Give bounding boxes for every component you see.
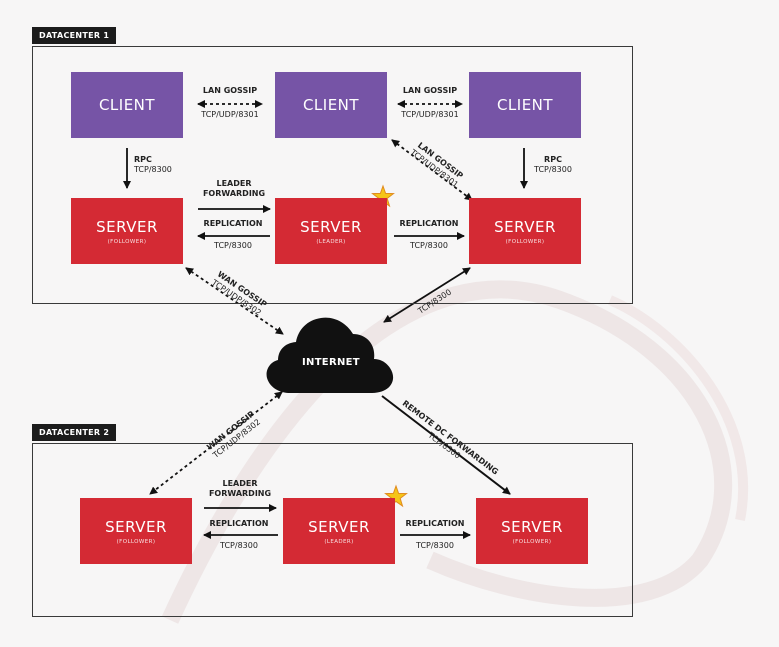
dc2-server-leader: SERVER (LEADER) <box>283 498 395 564</box>
wan-gossip-dc2-arrow <box>149 391 283 495</box>
internet-label: INTERNET <box>302 357 360 368</box>
remote-dc-forwarding-arrow <box>381 395 511 495</box>
node-title: SERVER <box>96 217 158 236</box>
dc2-leader-forwarding-label: LEADER FORWARDING <box>208 479 272 498</box>
lan-gossip-proto-1: TCP/UDP/8301 <box>201 110 259 119</box>
node-title: CLIENT <box>98 96 156 114</box>
client-node-right: CLIENT <box>469 72 581 138</box>
dc1-replication-left-proto: TCP/8300 <box>214 241 252 250</box>
wan-gossip-dc1-arrow <box>185 267 284 335</box>
client-node-middle: CLIENT <box>275 72 387 138</box>
client-node-left: CLIENT <box>71 72 183 138</box>
dc1-replication-left-label: REPLICATION <box>203 219 263 228</box>
dc1-server-leader: SERVER (LEADER) <box>275 198 387 264</box>
node-role: (FOLLOWER) <box>512 538 552 545</box>
node-title: SERVER <box>308 517 370 536</box>
dc2-replication-right-label: REPLICATION <box>405 519 465 528</box>
node-title: CLIENT <box>302 96 360 114</box>
node-role: (FOLLOWER) <box>505 238 545 245</box>
internet-dc1-arrow <box>383 267 471 323</box>
node-role: (FOLLOWER) <box>107 238 147 245</box>
star-icon <box>384 484 408 508</box>
datacenter-2-label: DATACENTER 2 <box>32 424 117 441</box>
datacenter-2-frame: DATACENTER 2 <box>32 424 633 617</box>
node-title: SERVER <box>501 517 563 536</box>
dc1-replication-right-proto: TCP/8300 <box>410 241 448 250</box>
node-role: (LEADER) <box>324 538 354 545</box>
dc2-server-follower-right: SERVER (FOLLOWER) <box>476 498 588 564</box>
dc2-replication-right-proto: TCP/8300 <box>416 541 454 550</box>
node-title: CLIENT <box>496 96 554 114</box>
rpc-label-left: RPC TCP/8300 <box>134 155 172 174</box>
node-role: (FOLLOWER) <box>116 538 156 545</box>
dc1-leader-forwarding-label: LEADER FORWARDING <box>202 179 266 198</box>
datacenter-1-frame: DATACENTER 1 <box>32 27 633 304</box>
cloud-icon <box>266 317 394 393</box>
node-title: SERVER <box>105 517 167 536</box>
lan-gossip-diagonal-arrow <box>391 139 473 201</box>
dc1-replication-right-label: REPLICATION <box>399 219 459 228</box>
node-title: SERVER <box>300 217 362 236</box>
datacenter-1-label: DATACENTER 1 <box>32 27 117 44</box>
background-swoosh-2 <box>608 295 749 521</box>
dc2-server-follower-left: SERVER (FOLLOWER) <box>80 498 192 564</box>
rpc-label-right: RPC TCP/8300 <box>534 155 572 174</box>
dc1-server-follower-right: SERVER (FOLLOWER) <box>469 198 581 264</box>
dc1-server-follower-left: SERVER (FOLLOWER) <box>71 198 183 264</box>
node-role: (LEADER) <box>316 238 346 245</box>
lan-gossip-proto-2: TCP/UDP/8301 <box>401 110 459 119</box>
node-title: SERVER <box>494 217 556 236</box>
lan-gossip-label-1: LAN GOSSIP <box>202 86 258 95</box>
dc2-replication-left-label: REPLICATION <box>209 519 269 528</box>
lan-gossip-label-2: LAN GOSSIP <box>402 86 458 95</box>
dc2-replication-left-proto: TCP/8300 <box>220 541 258 550</box>
